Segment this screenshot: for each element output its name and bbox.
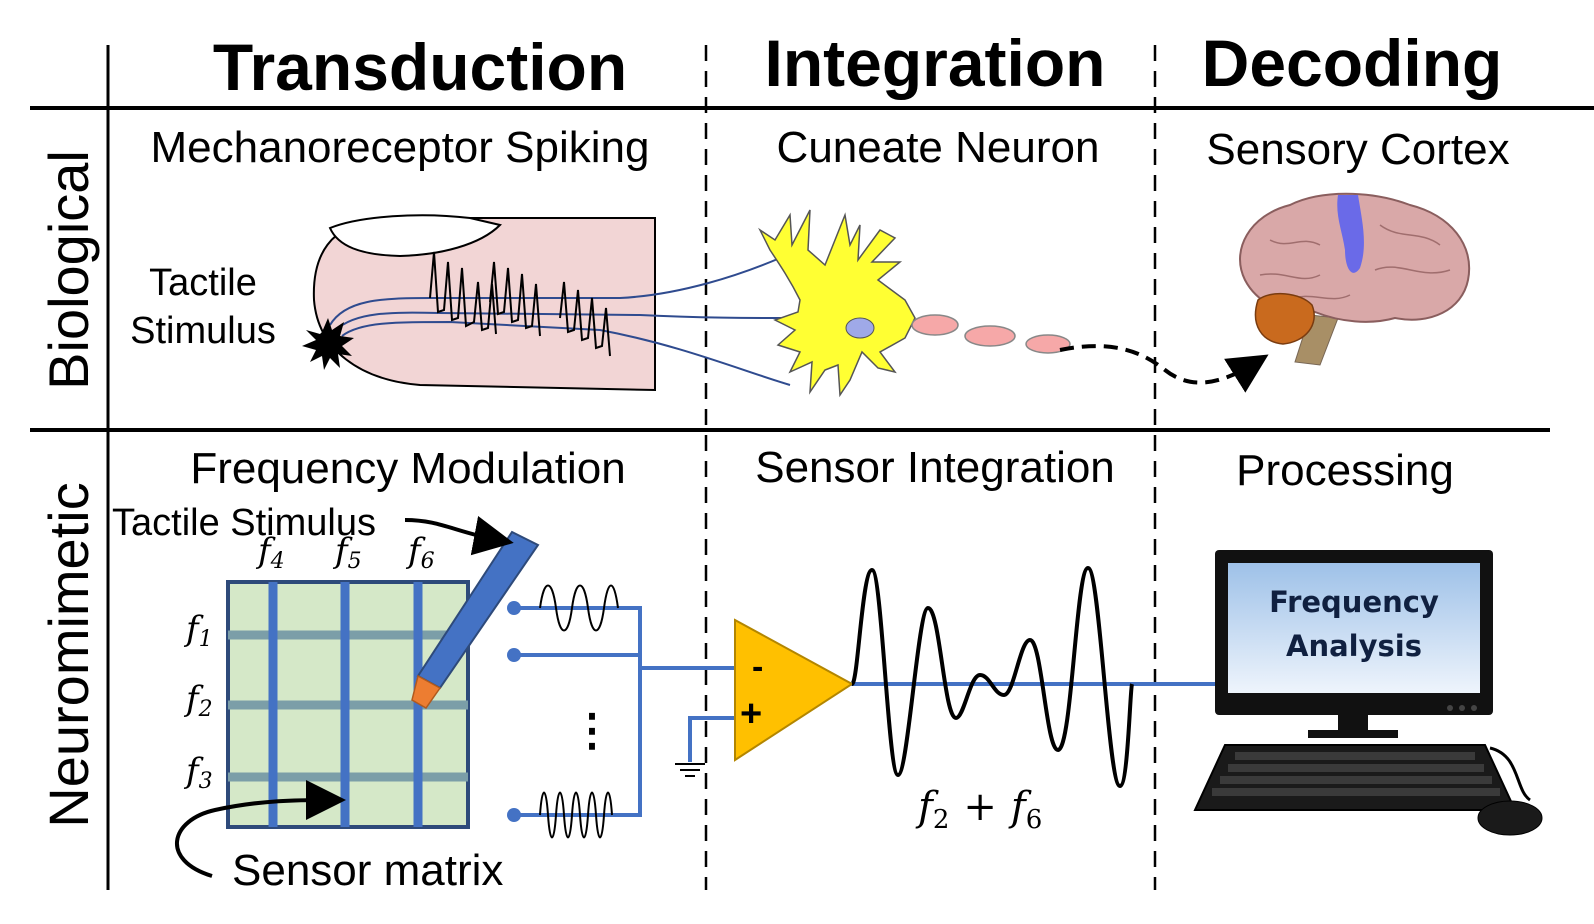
monitor-stand xyxy=(1338,715,1368,733)
brain-sulci xyxy=(1259,224,1451,301)
tactile-stimulus-label-2: Stimulus xyxy=(130,310,276,352)
fingernail-icon xyxy=(328,214,502,258)
title-sensory-cortex: Sensory Cortex xyxy=(1206,125,1509,174)
freq-label-row-2: f2 xyxy=(183,679,213,722)
neuron-icon xyxy=(758,209,916,398)
header-transduction: Transduction xyxy=(213,30,627,104)
monitor-base xyxy=(1308,730,1398,738)
table-grid xyxy=(30,45,1594,890)
sensor-matrix-label: Sensor matrix xyxy=(232,846,503,895)
cerebellum-icon xyxy=(1254,293,1315,345)
header-integration: Integration xyxy=(765,26,1106,100)
signal-wires xyxy=(514,606,1215,817)
freq-label-row-3: f3 xyxy=(183,751,213,794)
tactile-stimulus-label: Tactile Stimulus xyxy=(112,502,376,544)
title-sensor-integration: Sensor Integration xyxy=(755,443,1115,492)
monitor-screen xyxy=(1228,563,1480,693)
sensor-matrix-pointer-arrow xyxy=(175,780,346,878)
sum-formula: f2+f6 xyxy=(915,784,1042,835)
header-decoding: Decoding xyxy=(1202,26,1503,100)
stylus-icon xyxy=(411,530,540,709)
sine-wave-high xyxy=(539,791,613,839)
row-label-biological: Biological xyxy=(37,150,100,390)
screen-label-line-1: Frequency xyxy=(1269,585,1439,619)
freq-label-col-3: f6 xyxy=(405,531,435,574)
nucleus-icon xyxy=(845,317,875,339)
brain-illustration xyxy=(1239,192,1471,366)
freq-label-row-1: f1 xyxy=(183,609,213,652)
ground-icon xyxy=(675,763,705,777)
neural-signal-arrow xyxy=(1059,344,1269,393)
computer-icon xyxy=(1193,550,1543,836)
amplifier-icon xyxy=(734,618,854,762)
ellipsis-icon: ⋮ xyxy=(570,706,614,755)
axon-myelin xyxy=(911,314,1071,354)
title-frequency-modulation: Frequency Modulation xyxy=(190,444,625,493)
sine-wave-low xyxy=(539,584,619,632)
cuneate-neuron-illustration xyxy=(758,209,1269,398)
screen-label-line-2: Analysis xyxy=(1286,629,1422,663)
amplifier-minus: - xyxy=(752,648,763,686)
somatosensory-cortex-icon xyxy=(1337,195,1364,273)
tactile-stimulus-label-1: Tactile xyxy=(149,262,257,304)
summed-waveform xyxy=(850,565,1134,789)
wire-terminals xyxy=(507,601,521,822)
amplifier-plus: + xyxy=(740,693,762,735)
sensor-matrix xyxy=(226,580,470,829)
mouse-cable xyxy=(1489,746,1531,802)
title-cuneate-neuron: Cuneate Neuron xyxy=(777,123,1100,172)
row-label-neuromimetic: Neuromimetic xyxy=(37,482,100,827)
spike-trains xyxy=(429,251,611,357)
title-mechanoreceptor-spiking: Mechanoreceptor Spiking xyxy=(151,123,650,172)
fingertip-illustration xyxy=(302,214,791,392)
keyboard-keys xyxy=(1212,752,1500,796)
starburst-icon xyxy=(302,318,354,370)
mouse-icon xyxy=(1477,800,1543,836)
stimulus-pointer-arrow xyxy=(404,515,514,556)
row-frequency-labels: f1 f2 f3 xyxy=(183,609,213,794)
title-processing: Processing xyxy=(1236,446,1454,495)
input-sine-waves xyxy=(539,584,619,839)
